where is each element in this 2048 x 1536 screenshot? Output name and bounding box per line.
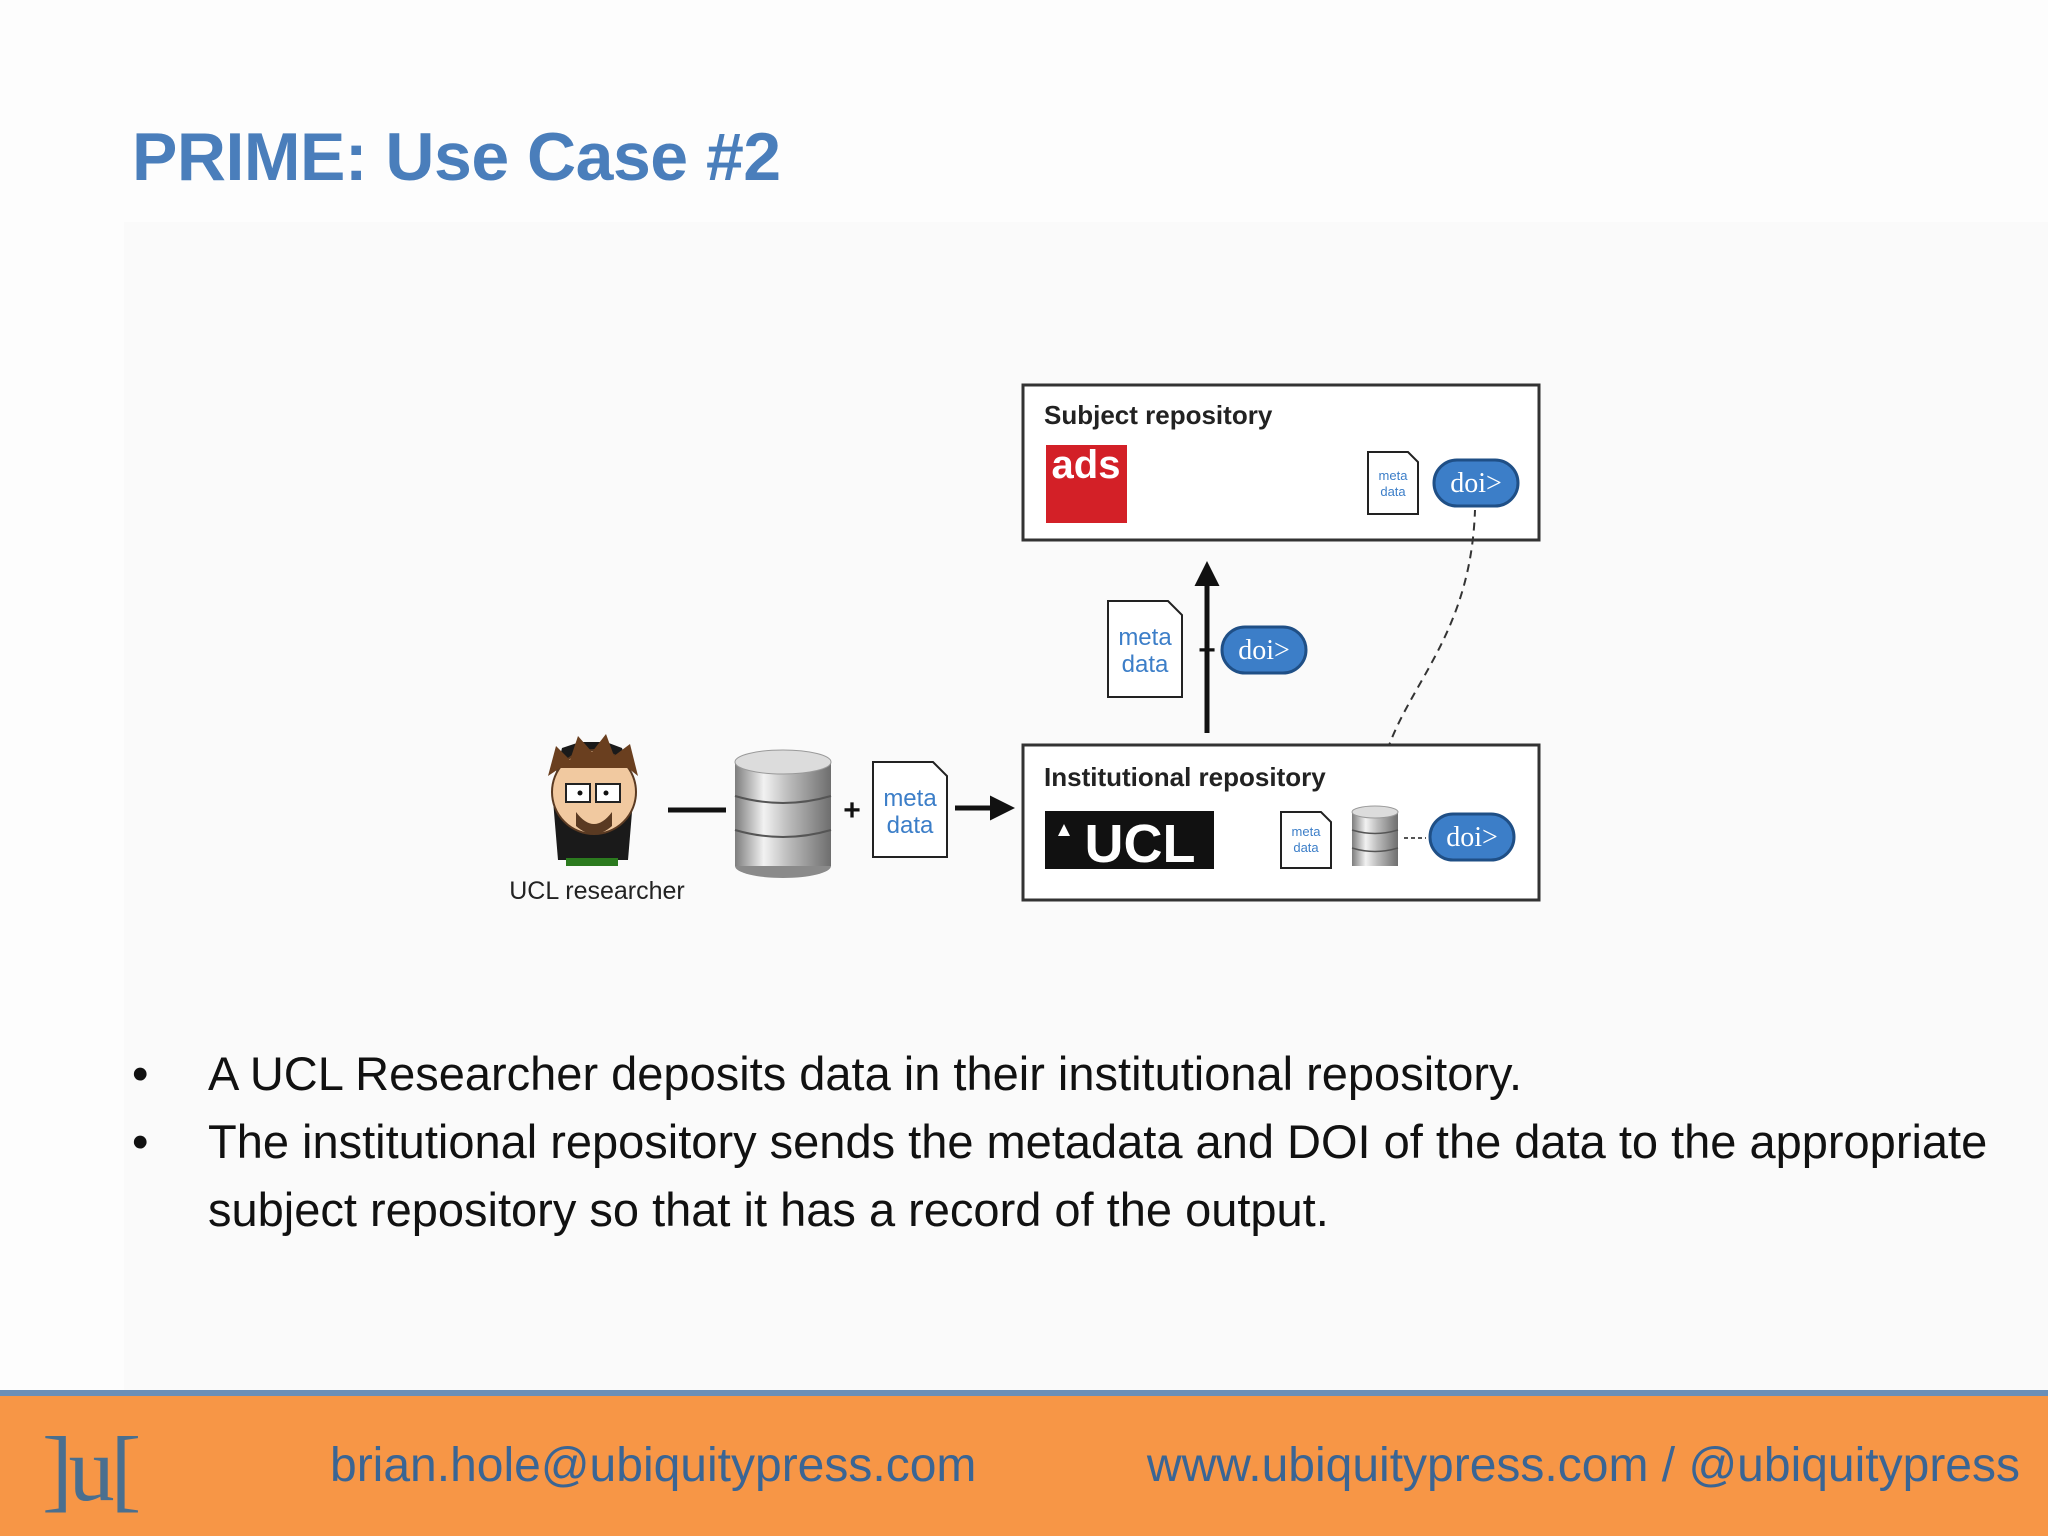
bullet-text: A UCL Researcher deposits data in their … (208, 1047, 1523, 1100)
svg-text:meta: meta (883, 785, 937, 812)
metadata-doc-icon: meta data (872, 761, 948, 858)
workflow-diagram: Subject repository ads meta data doi> me… (509, 383, 1541, 905)
footer-divider (0, 1390, 2048, 1396)
svg-text:doi>: doi> (1446, 822, 1498, 853)
bullet-dot: • (132, 1047, 149, 1100)
footer-bar: ]u[ brian.hole@ubiquitypress.com www.ubi… (0, 1396, 2048, 1536)
bullet-dot: • (132, 1115, 149, 1168)
doi-badge: doi> (1428, 812, 1516, 862)
svg-text:meta: meta (1118, 624, 1172, 651)
dashed-link (1376, 509, 1476, 806)
bullet-item: • The institutional repository sends the… (132, 1108, 2012, 1244)
svg-text:meta: meta (1292, 824, 1322, 839)
ucl-logo-text: UCL (1085, 814, 1196, 874)
subject-repository-label: Subject repository (1044, 400, 1273, 430)
footer-website[interactable]: www.ubiquitypress.com / @ubiquitypress (1146, 1439, 2020, 1492)
svg-text:doi>: doi> (1238, 635, 1290, 666)
ubiquity-logo: ]u[ (42, 1418, 141, 1520)
database-icon (734, 749, 832, 878)
ucl-logo: UCL (1045, 811, 1214, 874)
plus-sign: + (843, 794, 861, 827)
svg-text:doi>: doi> (1450, 468, 1502, 499)
researcher-avatar (548, 734, 638, 866)
svg-text:data: data (1122, 651, 1169, 678)
doi-badge: doi> (1432, 458, 1520, 508)
metadata-doc-icon: meta data (1367, 451, 1419, 515)
institutional-repository-label: Institutional repository (1044, 762, 1326, 792)
ads-logo: ads (1046, 443, 1127, 523)
svg-text:data: data (1380, 484, 1406, 499)
footer-email[interactable]: brian.hole@ubiquitypress.com (330, 1439, 977, 1492)
svg-text:data: data (1293, 840, 1319, 855)
ads-logo-text: ads (1052, 443, 1121, 487)
subject-repository-box: Subject repository ads meta data doi> (1021, 383, 1541, 542)
svg-text:data: data (887, 812, 934, 839)
doi-badge: doi> (1220, 625, 1308, 675)
metadata-doc-icon: meta data (1107, 600, 1183, 698)
bullet-list: • A UCL Researcher deposits data in thei… (132, 1040, 2012, 1244)
bullet-text: The institutional repository sends the m… (208, 1115, 1988, 1236)
database-icon (1351, 805, 1399, 866)
plus-sign: + (1198, 634, 1216, 667)
bullet-item: • A UCL Researcher deposits data in thei… (132, 1040, 2012, 1108)
slide-title: PRIME: Use Case #2 (132, 119, 781, 195)
svg-text:meta: meta (1379, 468, 1409, 483)
researcher-label: UCL researcher (509, 877, 685, 905)
metadata-doc-icon: meta data (1280, 811, 1332, 869)
institutional-repository-box: Institutional repository UCL meta data d… (1021, 743, 1541, 902)
